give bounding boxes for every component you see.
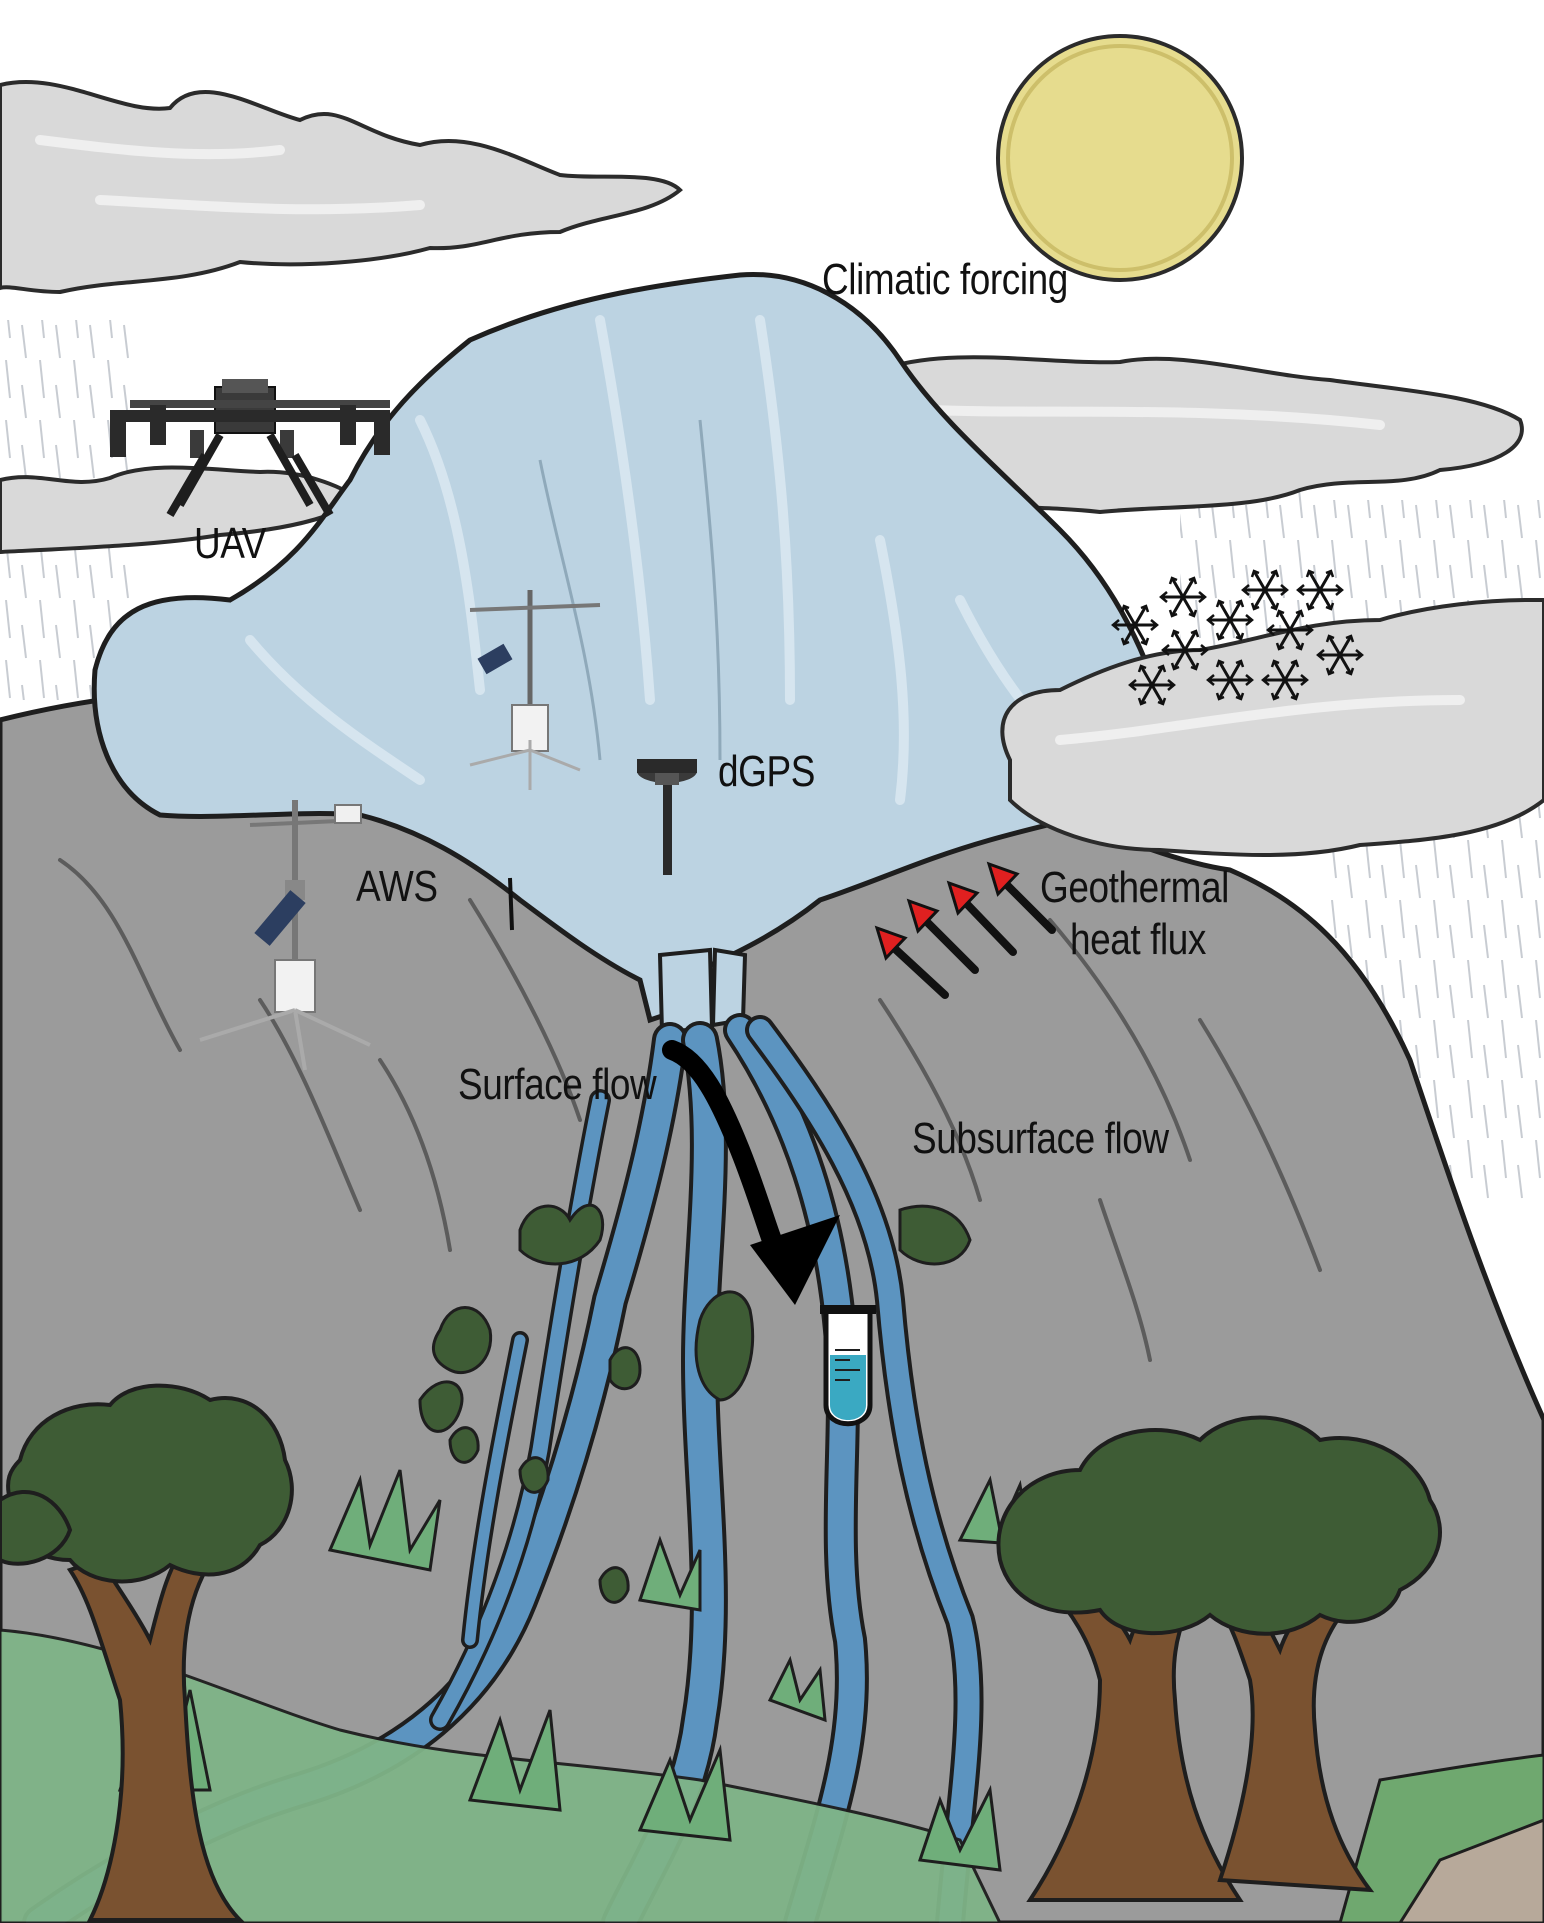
heat-arrow bbox=[986, 861, 1056, 934]
aws-label: AWS bbox=[356, 862, 438, 911]
geothermal-label-line1: Geothermal bbox=[1040, 863, 1229, 912]
test-tube-icon bbox=[820, 1305, 876, 1427]
surface-flow-label: Surface flow bbox=[458, 1060, 657, 1109]
surface-flow-arrow bbox=[662, 1040, 840, 1305]
weather-station-icon bbox=[469, 590, 601, 790]
dgps-label: dGPS bbox=[718, 747, 815, 796]
tree-icon bbox=[0, 1383, 294, 1922]
heat-arrow bbox=[946, 880, 1017, 956]
drone-icon bbox=[110, 379, 390, 518]
heat-arrow bbox=[874, 925, 949, 999]
geothermal-label-line2: heat flux bbox=[1070, 915, 1206, 964]
cloud-icon bbox=[0, 465, 364, 555]
gps-antenna-icon bbox=[637, 759, 697, 875]
geothermal-arrows bbox=[874, 861, 1056, 999]
weather-station-icon bbox=[199, 800, 371, 1071]
moss-patches bbox=[418, 1203, 972, 1604]
cloud-icon bbox=[1000, 598, 1544, 857]
heat-arrow bbox=[906, 898, 979, 974]
subsurface-flow-label: Subsurface flow bbox=[912, 1114, 1169, 1163]
climatic-forcing-label: Climatic forcing bbox=[822, 255, 1068, 304]
tree-icon bbox=[996, 1415, 1442, 1902]
uav-label: UAV bbox=[194, 519, 267, 568]
cloud-icon bbox=[0, 79, 683, 295]
sun-icon bbox=[996, 34, 1244, 282]
ablation-stake bbox=[508, 877, 514, 931]
